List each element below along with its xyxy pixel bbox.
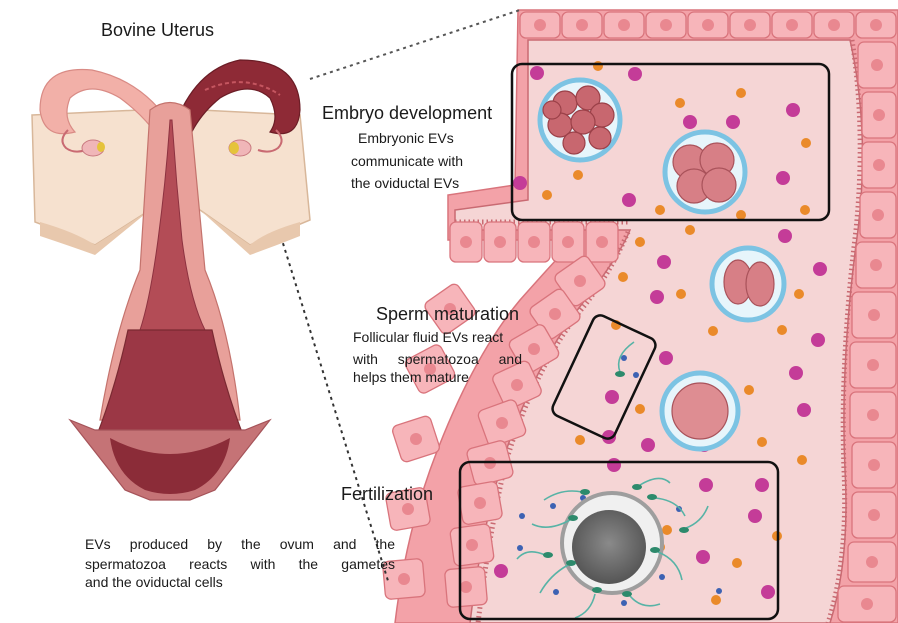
embryo-line-2: communicate with — [351, 152, 463, 170]
sperm-line-2: with spermatozoa and — [353, 350, 522, 368]
ev-line-3: and the oviductal cells — [85, 573, 223, 591]
ev-line-1: EVs produced by the ovum and the — [85, 535, 395, 553]
ev-line-2: spermatozoa reacts with the gametes — [85, 555, 395, 573]
embryo-four-cell — [665, 132, 745, 212]
embryo-line-3: the oviductal EVs — [351, 174, 459, 192]
sperm-line-3: helps them mature — [353, 368, 469, 386]
leader-line-upper — [310, 10, 520, 79]
title: Bovine Uterus — [101, 20, 214, 41]
fertilization-title: Fertilization — [341, 484, 433, 505]
zygote — [662, 373, 738, 449]
embryo-morula — [540, 80, 620, 160]
sperm-line-1: Follicular fluid EVs react — [353, 328, 503, 346]
embryo-two-cell — [712, 248, 784, 320]
oocyte — [562, 493, 662, 593]
embryo-line-1: Embryonic EVs — [358, 129, 454, 147]
uterus-drawing — [32, 60, 310, 500]
sperm-maturation-title: Sperm maturation — [376, 304, 519, 325]
embryo-development-title: Embryo development — [322, 103, 492, 124]
